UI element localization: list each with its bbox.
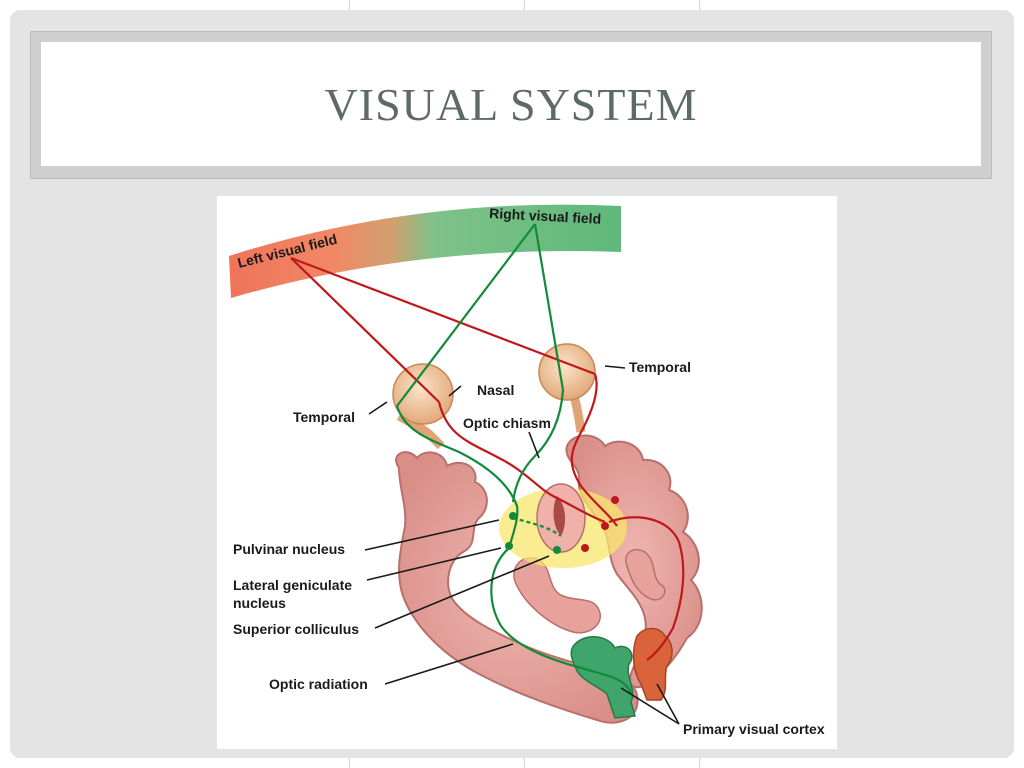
red-visual-pathway — [290, 256, 685, 661]
left-hemisphere-inner-fold — [513, 557, 602, 634]
third-ventricle — [553, 496, 566, 536]
label-nasal: Nasal — [477, 382, 514, 398]
green-visual-pathway — [395, 223, 633, 695]
label-optic-chiasm: Optic chiasm — [463, 415, 551, 431]
left-eye — [392, 363, 454, 450]
visual-system-figure: Left visual field Right visual field Tem… — [217, 196, 837, 749]
label-right-visual-field: Right visual field — [489, 205, 602, 227]
label-lateral-geniculate-line1: Lateral geniculate — [233, 577, 352, 593]
visual-field-band — [229, 204, 621, 298]
label-superior-colliculus: Superior colliculus — [233, 621, 359, 637]
title-inner: Visual System — [41, 42, 981, 166]
right-hemisphere-inner-fold — [624, 548, 666, 601]
label-primary-visual-cortex: Primary visual cortex — [683, 721, 825, 737]
slide-title: Visual System — [324, 78, 698, 130]
left-hemisphere — [395, 451, 639, 724]
label-temporal-right: Temporal — [629, 359, 691, 375]
label-lateral-geniculate-line2: nucleus — [233, 595, 286, 611]
label-pulvinar-nucleus: Pulvinar nucleus — [233, 541, 345, 557]
title-box: Visual System — [30, 31, 992, 179]
nuclei-markers — [505, 496, 619, 554]
label-temporal-left: Temporal — [293, 409, 355, 425]
visual-pathway-diagram: Left visual field Right visual field Tem… — [229, 204, 825, 737]
label-leader-lines — [364, 365, 680, 725]
label-optic-radiation: Optic radiation — [269, 676, 368, 692]
